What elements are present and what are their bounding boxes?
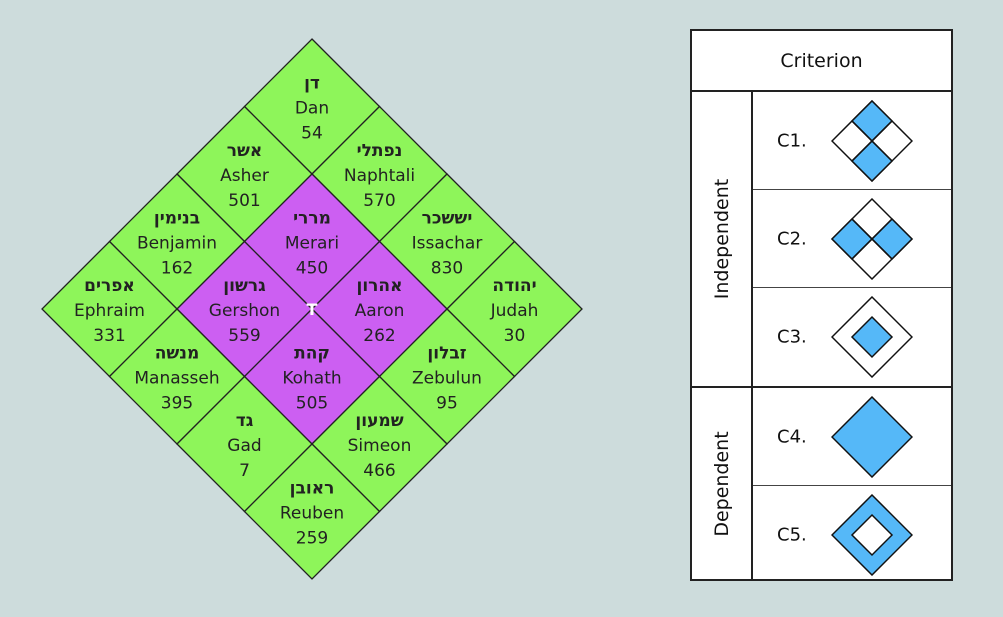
cell-hebrew-name: יהודה	[492, 276, 536, 296]
cell-count: 331	[93, 326, 125, 346]
cell-english-name: Merari	[285, 234, 339, 254]
cell-english-name: Aaron	[355, 301, 405, 321]
cell-hebrew-name: מררי	[293, 209, 331, 229]
group-label-independent: Independent	[710, 178, 733, 300]
cell-count: 559	[228, 326, 260, 346]
cell-english-name: Judah	[490, 301, 539, 321]
cell-hebrew-name: אהרון	[357, 276, 403, 296]
criterion-label: C5.	[777, 524, 807, 546]
criterion-label: C2.	[777, 228, 807, 249]
center-filled-diamond-icon	[831, 296, 913, 378]
criterion-row-c4: C4.	[753, 388, 951, 486]
cell-hebrew-name: דן	[304, 74, 320, 94]
cell-shape	[243, 443, 381, 580]
group-independent: Independent	[692, 92, 753, 386]
cell-count: 262	[363, 326, 395, 346]
cell-english-name: Naphtali	[344, 166, 415, 186]
cell-count: 830	[431, 259, 463, 279]
group-dependent: Dependent	[692, 388, 753, 579]
criterion-legend: Criterion Independent Dependent C1. C2. …	[690, 29, 953, 581]
cell-hebrew-name: זבלון	[427, 344, 466, 364]
cell-english-name: Simeon	[348, 436, 412, 456]
cell-count: 7	[239, 461, 250, 481]
criterion-label: C1.	[777, 130, 807, 151]
cell-english-name: Dan	[295, 99, 329, 119]
cell-english-name: Issachar	[412, 234, 483, 254]
legend-header: Criterion	[692, 31, 951, 92]
cell-count: 95	[436, 394, 458, 414]
cell-count: 395	[161, 394, 193, 414]
cell-hebrew-name: גד	[236, 411, 254, 431]
criterion-row-c2: C2.	[753, 190, 951, 288]
criterion-row-c3: C3.	[753, 288, 951, 386]
group-divider	[692, 386, 951, 388]
cell-count: 54	[301, 124, 323, 144]
cell-count: 570	[363, 191, 395, 211]
left-right-filled-diamond-icon	[831, 198, 913, 280]
ring-filled-diamond-icon	[831, 494, 913, 576]
cell-count: 501	[228, 191, 260, 211]
cell-hebrew-name: מנשה	[155, 344, 200, 364]
cell-count: 505	[296, 394, 328, 414]
full-filled-diamond-icon	[831, 396, 913, 478]
cell-english-name: Asher	[220, 166, 269, 186]
cell-hebrew-name: אשר	[227, 141, 263, 161]
cell-count: 30	[504, 326, 526, 346]
cell-count: 259	[296, 529, 328, 549]
tribes-diamond-grid: דן Dan 54 נפתלי Naphtali 570 יששכר Issachar 830 י…	[41, 38, 583, 580]
criterion-row-c1: C1.	[753, 92, 951, 190]
cell-english-name: Reuben	[280, 504, 344, 524]
cell-hebrew-name: קהת	[294, 344, 330, 364]
cell-english-name: Ephraim	[74, 301, 145, 321]
group-label-dependent: Dependent	[710, 430, 733, 537]
cell-count: 450	[296, 259, 328, 279]
criterion-label: C3.	[777, 326, 807, 348]
criterion-row-c5: C5.	[753, 486, 951, 584]
top-bottom-filled-diamond-icon	[831, 100, 913, 182]
cell-hebrew-name: ראובן	[290, 479, 335, 499]
cell-english-name: Gad	[227, 436, 261, 456]
cell-hebrew-name: בנימין	[154, 209, 200, 229]
criterion-label: C4.	[777, 426, 807, 447]
cell-reuben: ראובן Reuben 259	[243, 443, 381, 580]
cell-count: 162	[161, 259, 193, 279]
cell-count: 466	[363, 461, 395, 481]
cell-hebrew-name: יששכר	[422, 209, 473, 229]
center-marker: T	[307, 300, 318, 319]
cell-english-name: Gershon	[209, 301, 280, 321]
cell-hebrew-name: נפתלי	[357, 141, 403, 161]
cell-english-name: Manasseh	[134, 369, 219, 389]
cell-hebrew-name: גרשון	[223, 276, 266, 296]
cell-hebrew-name: שמעון	[355, 411, 403, 431]
cell-english-name: Benjamin	[137, 234, 217, 254]
cell-english-name: Kohath	[282, 369, 341, 389]
cell-hebrew-name: אפרים	[84, 276, 135, 296]
cell-english-name: Zebulun	[412, 369, 482, 389]
